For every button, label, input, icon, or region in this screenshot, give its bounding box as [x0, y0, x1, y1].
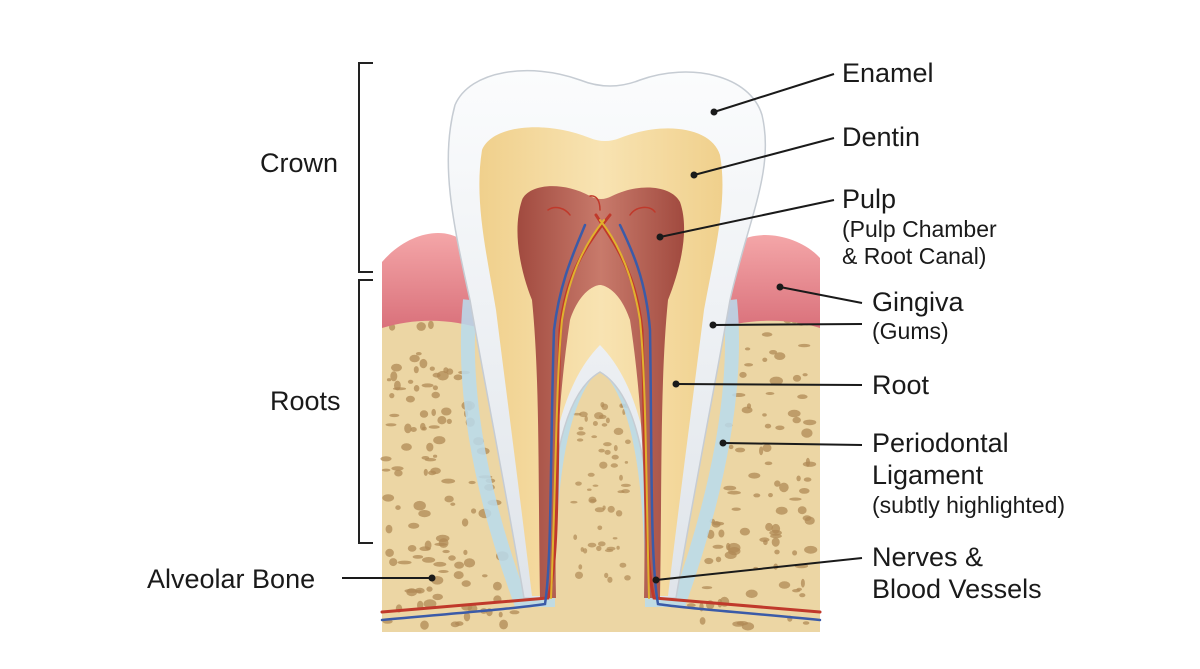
bone-pores: [380, 317, 818, 631]
crown-bracket: [358, 62, 373, 273]
pulp-sub-label-2: & Root Canal): [842, 243, 987, 269]
gingiva-sub-leader: [712, 323, 863, 326]
nerves-label-1: Nerves &: [872, 542, 984, 572]
gingiva-left: [382, 233, 486, 330]
dentin-leader: [693, 137, 835, 176]
nerves-label-2: Blood Vessels: [872, 574, 1042, 604]
leader-dots: [428, 108, 784, 584]
gingiva-sub-label: (Gums): [872, 318, 949, 344]
root-leader: [675, 383, 863, 386]
gingiva-label: Gingiva: [872, 287, 964, 317]
enamel-label: Enamel: [842, 58, 934, 88]
nerves-leader: [655, 557, 863, 581]
periodontal-label-1: Periodontal: [872, 428, 1009, 458]
dentin-label: Dentin: [842, 122, 921, 152]
pulp: [517, 186, 685, 598]
nerves-and-blood-vessels: [380, 195, 822, 622]
roots-label: Roots: [270, 386, 341, 416]
alveolar-bone-label: Alveolar Bone: [147, 564, 316, 594]
periodontal-sub-label: (subtly highlighted): [872, 492, 1066, 518]
periodontal-leader: [722, 442, 863, 446]
enamel-leader: [713, 73, 835, 113]
crown-label: Crown: [260, 148, 339, 178]
periodontal-label-2: Ligament: [872, 460, 984, 490]
root-label: Root: [872, 370, 930, 400]
gingiva-leader: [779, 286, 863, 304]
pulp-sub-label-1: (Pulp Chamber: [842, 216, 997, 242]
pulp-leader: [659, 199, 835, 238]
leader-lines: [342, 73, 863, 581]
roots-bracket: [358, 279, 373, 544]
pulp-label: Pulp: [842, 184, 897, 214]
